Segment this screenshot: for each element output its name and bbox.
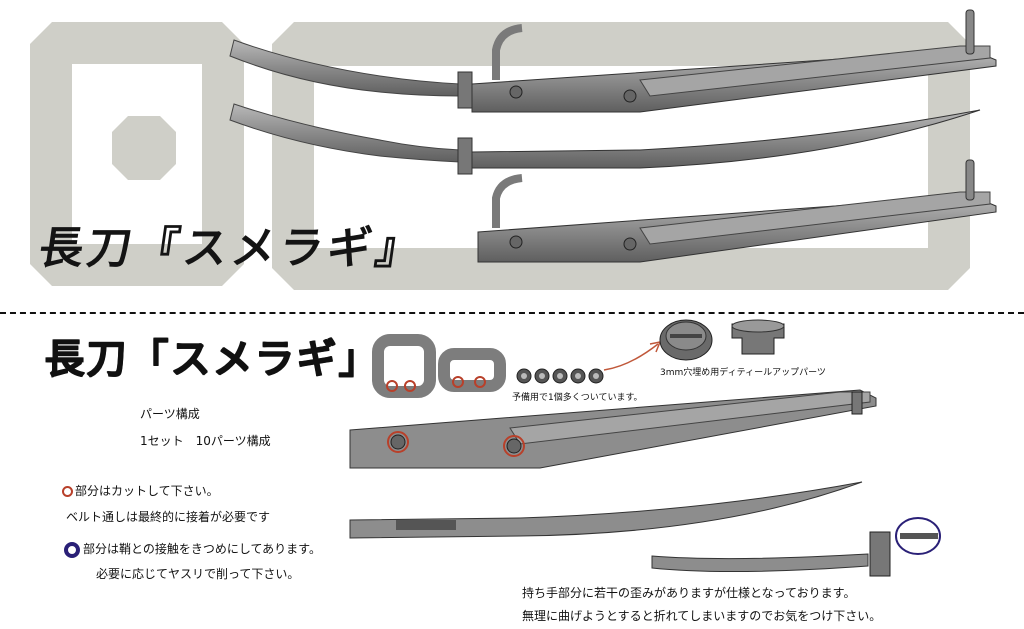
screw-plug-icon (659, 319, 785, 361)
handle-note-2: 無理に曲げようとすると折れてしまいますのでお気をつけ下さい。 (522, 609, 882, 623)
handle-part-render (651, 517, 941, 577)
octagon-watermark-icon (112, 116, 176, 180)
belt-loop-2 (438, 348, 506, 392)
spare-note: 予備用で1個多くついています。 (512, 393, 643, 403)
parts-count: 1セット 10パーツ構成 (140, 434, 271, 448)
section-divider (0, 312, 1024, 314)
blade-part-render (349, 481, 863, 539)
tight-note-1: 部分は鞘との接触をきつめにしてあります。 (83, 542, 321, 556)
cut-note-row: 部分はカットして下さい。 (62, 482, 219, 499)
top-sword-renders (229, 9, 997, 263)
sheath-part-render (349, 389, 877, 469)
small-parts (372, 334, 604, 398)
navy-ring-icon (64, 541, 80, 558)
cut-note: 部分はカットして下さい。 (75, 484, 219, 498)
belt-loop-1 (372, 334, 436, 398)
handle-note-1: 持ち手部分に若干の歪みがありますが仕様となっております。 (522, 586, 856, 600)
red-ring-icon (62, 486, 73, 497)
sword-bare-blade (229, 103, 981, 175)
sword-sheathed-1 (229, 9, 997, 113)
watermark-left-frame (30, 22, 244, 286)
tight-note-2: 必要に応じてヤスリで削って下さい。 (96, 567, 300, 581)
detail-note: 3mm穴埋め用ディティールアップパーツ (660, 368, 826, 378)
belt-note: ベルト通しは最終的に接着が必要です (66, 510, 271, 524)
watermark-right-frame (272, 22, 970, 290)
sheet-title: 長刀「スメラギ」 (44, 336, 380, 382)
tight-note-row: 部分は鞘との接触をきつめにしてあります。 (64, 540, 321, 558)
parts-heading: パーツ構成 (140, 407, 200, 421)
sword-sheath (477, 159, 997, 263)
